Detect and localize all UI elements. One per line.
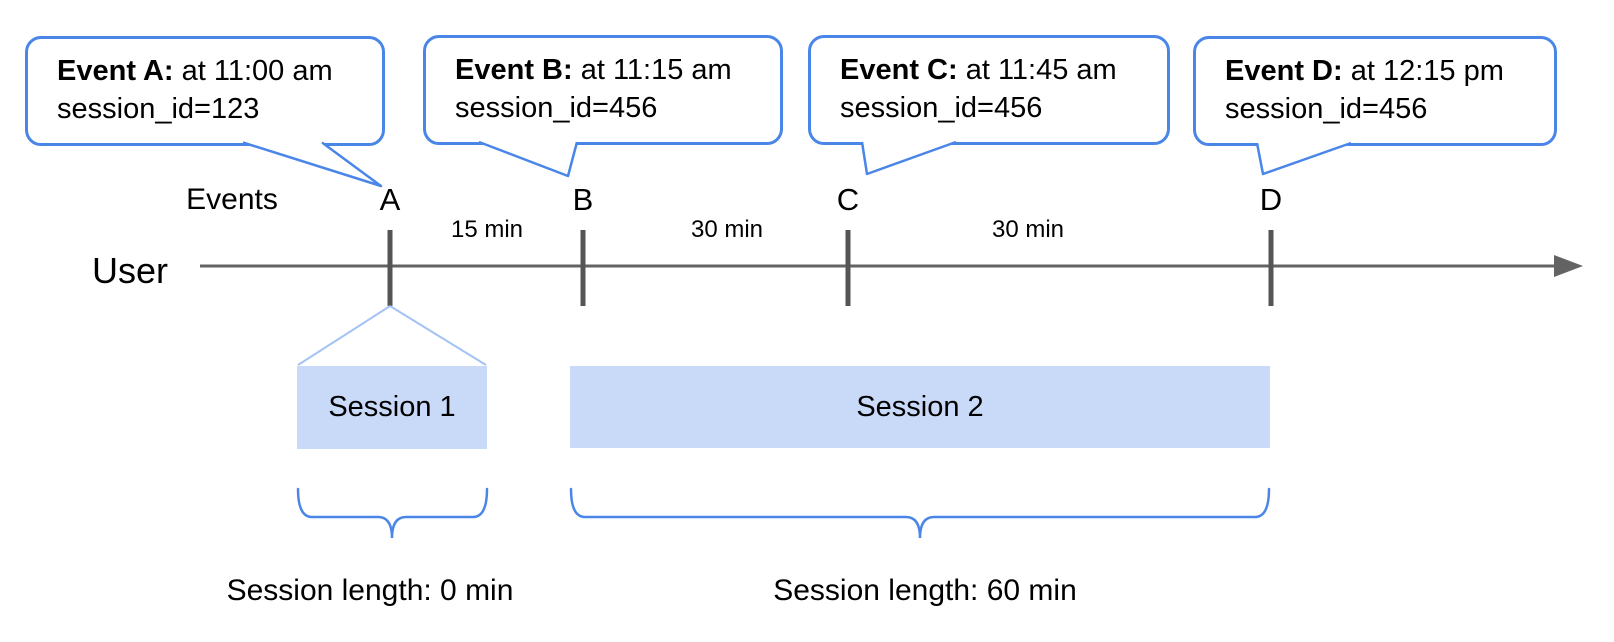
session-2-length-label: Session length: 60 min — [773, 574, 1077, 607]
session-1-brace — [296, 487, 489, 539]
session-1-bar: Session 1 — [297, 366, 487, 449]
events-row-label: Events — [186, 183, 278, 216]
event-c-session-id: session_id=456 — [840, 92, 1043, 124]
event-a-bubble-tail — [242, 141, 383, 188]
session-2-bar: Session 2 — [570, 366, 1270, 448]
funnel-line-left — [297, 305, 391, 366]
event-d-letter: D — [1259, 182, 1283, 217]
event-a-line1: Event A: at 11:00 am — [57, 52, 372, 90]
event-d-bubble-tail — [1255, 141, 1352, 176]
interval-c-d-label: 30 min — [991, 216, 1065, 243]
session-1-length-label: Session length: 0 min — [226, 574, 514, 607]
event-b-letter: B — [572, 182, 594, 217]
event-c-bubble-tail — [860, 140, 957, 176]
event-b-time: at 11:15 am — [572, 54, 732, 86]
funnel-line-right — [389, 305, 487, 366]
event-d-title: Event D: — [1225, 55, 1343, 87]
event-a-time: at 11:00 am — [173, 55, 333, 87]
event-b-title: Event B: — [455, 54, 573, 86]
event-c-letter: C — [836, 182, 860, 217]
interval-b-c-label: 30 min — [690, 216, 764, 243]
user-row-label: User — [92, 250, 169, 291]
event-a-title: Event A: — [57, 55, 174, 87]
event-c-bubble: Event C: at 11:45 am session_id=456 — [808, 35, 1170, 145]
event-a-session-id: session_id=123 — [57, 93, 260, 125]
event-b-session-id: session_id=456 — [455, 92, 658, 124]
event-c-time: at 11:45 am — [957, 54, 1117, 86]
session-2-label: Session 2 — [856, 390, 984, 423]
event-b-bubble-tail — [478, 140, 579, 178]
event-a-letter: A — [379, 182, 401, 217]
timeline-arrowhead-icon — [1554, 255, 1583, 277]
session-1-label: Session 1 — [328, 391, 456, 423]
interval-a-b-label: 15 min — [450, 216, 524, 243]
event-d-line1: Event D: at 12:15 pm — [1225, 52, 1544, 90]
event-d-session-id: session_id=456 — [1225, 93, 1428, 125]
event-b-line1: Event B: at 11:15 am — [455, 51, 770, 89]
event-a-bubble: Event A: at 11:00 am session_id=123 — [25, 36, 385, 146]
session-2-brace — [569, 487, 1271, 539]
event-c-line1: Event C: at 11:45 am — [840, 51, 1157, 89]
event-c-title: Event C: — [840, 54, 958, 86]
event-d-time: at 12:15 pm — [1342, 55, 1504, 87]
event-b-bubble: Event B: at 11:15 am session_id=456 — [423, 35, 783, 145]
event-d-bubble: Event D: at 12:15 pm session_id=456 — [1193, 36, 1557, 146]
